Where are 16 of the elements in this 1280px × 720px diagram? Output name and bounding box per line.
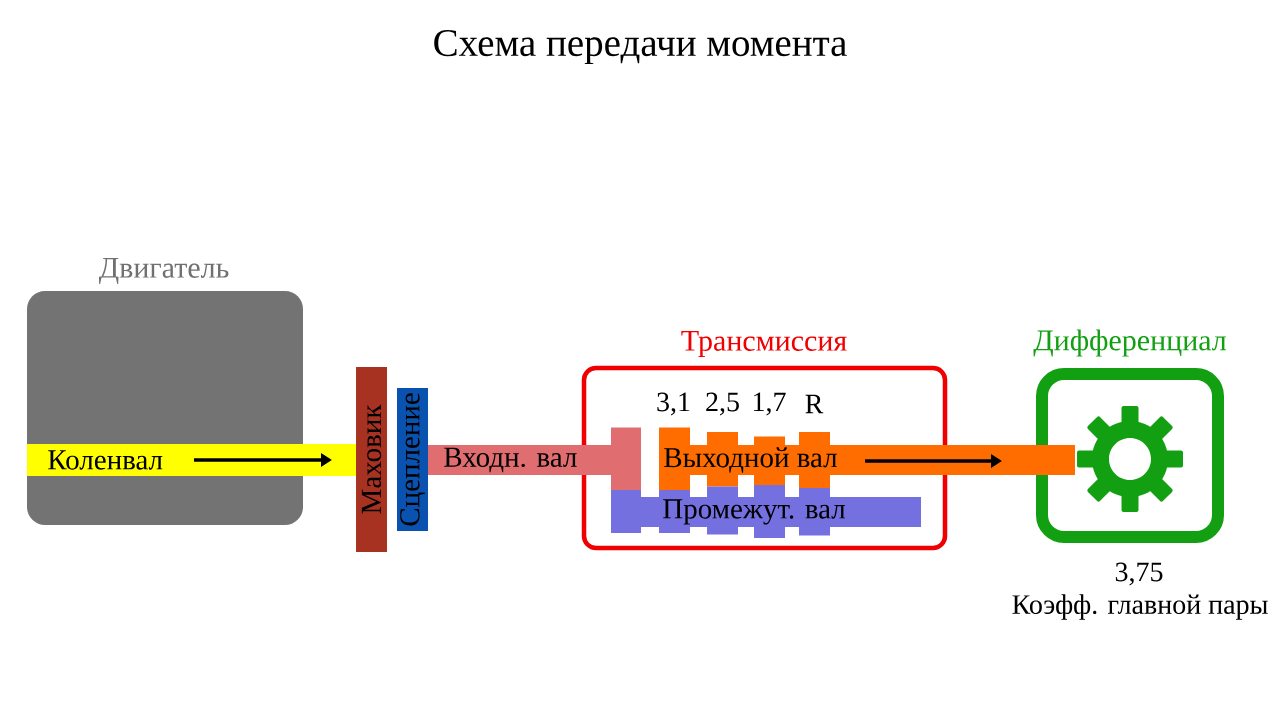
heading: Дифференциал	[1033, 329, 1227, 357]
node-label: Выходной вал	[664, 447, 837, 473]
shaft-bar: Коленвал	[27, 444, 356, 476]
ratio-value: 3,75	[1115, 562, 1163, 586]
node-label: Промежут. вал	[663, 499, 846, 525]
heading: Двигатель	[98, 257, 229, 284]
node-label: Входн. вал	[444, 447, 577, 473]
ratio-label: 2,5	[706, 392, 739, 416]
ratio-label: 3,1	[657, 392, 690, 416]
vertical-bar: Маховик	[356, 367, 387, 552]
ratio-label: 1,7	[754, 392, 786, 416]
vertical-bar: Сцепление	[397, 388, 428, 531]
title: Схема передачи момента	[434, 29, 847, 65]
ratio-label: R	[805, 394, 824, 414]
caption-text: Коэфф. главной пары	[1012, 594, 1268, 620]
heading: Трансмиссия	[681, 330, 847, 357]
